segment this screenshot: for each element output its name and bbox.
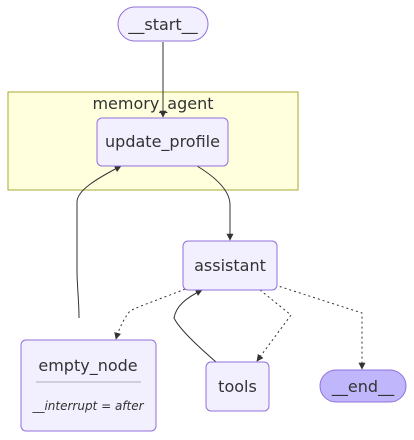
memory-agent-cluster: memory_agent bbox=[7, 91, 299, 191]
node-empty-node-label: empty_node bbox=[38, 356, 137, 376]
node-assistant[interactable]: assistant bbox=[182, 240, 278, 291]
node-assistant-label: assistant bbox=[194, 256, 266, 275]
node-end[interactable]: __end__ bbox=[319, 369, 407, 403]
node-end-label: __end__ bbox=[331, 377, 395, 397]
node-empty-node[interactable]: empty_node __interrupt = after bbox=[20, 339, 157, 432]
node-update-profile-label: update_profile bbox=[105, 132, 220, 152]
edge-tools-to-assistant bbox=[173, 289, 217, 363]
edge-empty-node-to-update-profile bbox=[76, 165, 122, 319]
edge-assistant-to-empty-node bbox=[114, 288, 186, 340]
node-start-label: __start__ bbox=[127, 15, 198, 35]
node-update-profile[interactable]: update_profile bbox=[96, 117, 229, 167]
edge-assistant-to-end bbox=[274, 284, 366, 370]
edge-assistant-to-tools bbox=[256, 289, 292, 362]
cluster-label: memory_agent bbox=[92, 94, 213, 114]
edges bbox=[76, 42, 366, 370]
node-start[interactable]: __start__ bbox=[117, 6, 209, 42]
edge-update-profile-to-assistant bbox=[196, 165, 234, 241]
node-tools[interactable]: tools bbox=[205, 361, 270, 412]
node-tools-label: tools bbox=[218, 377, 257, 396]
node-empty-node-note: __interrupt = after bbox=[31, 399, 144, 413]
